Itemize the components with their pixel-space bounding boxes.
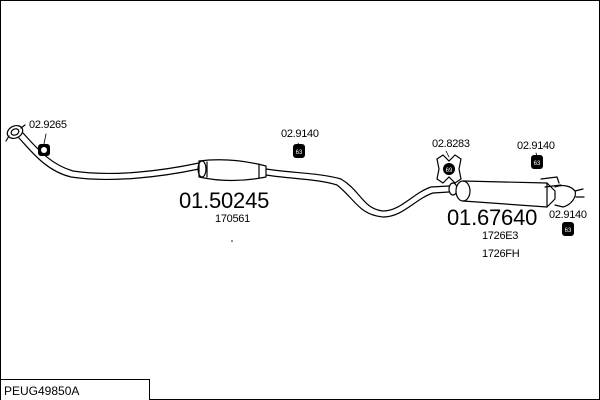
rubber-mount: 69 — [436, 154, 462, 184]
hanger-badge-rear-top-text: 63 — [534, 161, 541, 167]
clamp-badge — [38, 144, 50, 156]
hanger-badge-rear-bottom-text: 63 — [565, 228, 572, 234]
front-pipe — [18, 132, 200, 181]
rear-silencer — [448, 176, 585, 208]
diagram-code-box: PEUG49850A — [1, 379, 150, 400]
label-middle-hanger: 02.9140 — [281, 128, 319, 140]
hanger-badge-middle-text: 63 — [296, 150, 303, 156]
label-middle-silencer-ref: 170561 — [215, 213, 250, 225]
front-flange — [5, 124, 26, 142]
stray-dot — [231, 240, 233, 242]
middle-silencer — [197, 159, 267, 182]
diagram-code: PEUG49850A — [4, 384, 80, 398]
hanger-badge-rear-top: 63 — [531, 155, 543, 169]
label-middle-silencer: 01.50245 — [179, 188, 270, 213]
label-rubber-mount: 02.8283 — [432, 138, 470, 150]
label-front-pipe-clamp: 02.9265 — [29, 119, 67, 131]
hanger-badge-middle: 63 — [293, 144, 305, 158]
label-rear-silencer: 01.67640 — [447, 205, 538, 230]
rubber-mount-text: 69 — [446, 168, 453, 174]
label-rear-silencer-ref-1: 1726E3 — [482, 230, 519, 242]
label-rear-hanger-top: 02.9140 — [517, 140, 555, 152]
intermediate-pipe — [265, 168, 450, 218]
label-rear-silencer-ref-2: 1726FH — [482, 248, 520, 260]
label-rear-hanger-bottom: 02.9140 — [549, 209, 587, 221]
hanger-badge-rear-bottom: 63 — [562, 222, 574, 236]
